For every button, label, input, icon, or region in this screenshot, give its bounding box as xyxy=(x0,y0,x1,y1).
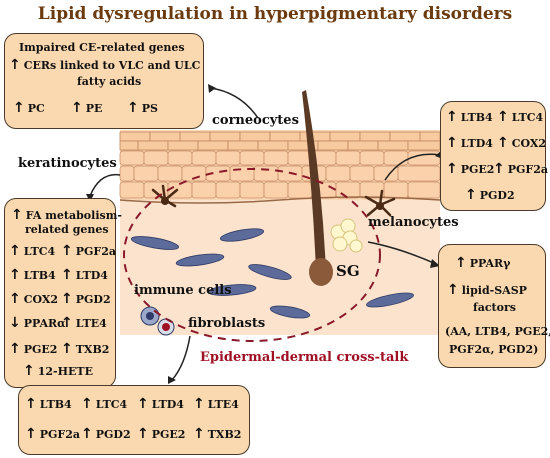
corneocytes-line2: ↑CERs linked to VLC and ULC xyxy=(9,57,201,73)
sg-line4: (AA, LTB4, PGE2, xyxy=(445,325,550,338)
up-arrow-icon: ↑ xyxy=(9,57,21,73)
arrow-keratinocytes xyxy=(89,173,121,197)
up-arrow-icon: ↑ xyxy=(25,426,37,442)
up-arrow-icon: ↑ xyxy=(127,100,139,116)
keratinocytes-item: ↑PGF2a xyxy=(61,243,116,259)
arrow-sg xyxy=(367,241,437,265)
fibroblast-cells xyxy=(130,228,414,319)
keratinocytes-item: ↑PGE2 xyxy=(9,341,58,357)
up-arrow-icon: ↑ xyxy=(71,100,83,116)
corneocytes-item: ↑PE xyxy=(71,100,103,116)
up-arrow-icon: ↑ xyxy=(455,255,467,271)
up-arrow-icon: ↑ xyxy=(137,396,149,412)
melanocytes-item: ↑COX2 xyxy=(497,135,547,151)
up-arrow-icon: ↑ xyxy=(9,267,21,283)
corneocytes-item: ↑PS xyxy=(127,100,158,116)
corneocytes-box: Impaired CE-related genes ↑CERs linked t… xyxy=(4,33,204,129)
up-arrow-icon: ↑ xyxy=(61,243,73,259)
dermal-item: ↑LTB4 xyxy=(25,396,72,412)
up-arrow-icon: ↑ xyxy=(447,282,459,298)
hair-shaft xyxy=(302,90,326,272)
up-arrow-icon: ↑ xyxy=(137,426,149,442)
melanocytes-box: ↑LTB4 ↑LTC4 ↑LTD4 ↑COX2 ↑PGE2 ↑PGF2a ↑PG… xyxy=(440,101,548,211)
up-arrow-icon: ↑ xyxy=(81,396,93,412)
up-arrow-icon: ↑ xyxy=(493,161,505,177)
melanocytes-item: ↑PGE2 xyxy=(446,161,495,177)
sg-line2: ↑lipid-SASP xyxy=(447,282,527,298)
up-arrow-icon: ↑ xyxy=(9,341,21,357)
keratinocytes-item: ↑LTE4 xyxy=(61,315,107,331)
dermal-item: ↑PGE2 xyxy=(137,426,186,442)
keratinocytes-box: ↑FA metabolism- related genes ↑LTC4 ↑PGF… xyxy=(4,198,122,388)
up-arrow-icon: ↑ xyxy=(446,109,458,125)
up-arrow-icon: ↑ xyxy=(497,135,509,151)
hair-bulb xyxy=(309,258,333,286)
dermal-item: ↑PGD2 xyxy=(81,426,131,442)
fibroblasts-label: fibroblasts xyxy=(188,316,266,331)
keratinocyte-layer xyxy=(119,150,441,199)
dermal-item: ↑TXB2 xyxy=(193,426,242,442)
sg-label: SG xyxy=(336,262,360,280)
sg-line3: factors xyxy=(473,301,516,314)
connector-arrows xyxy=(89,87,441,381)
keratinocytes-item: ↑LTC4 xyxy=(9,243,56,259)
up-arrow-icon: ↑ xyxy=(193,396,205,412)
melanocytes-item: ↑LTB4 xyxy=(446,109,493,125)
sebaceous-gland xyxy=(330,218,363,253)
immune-cells-label: immune cells xyxy=(134,283,232,298)
keratinocytes-item: ↑12-HETE xyxy=(23,363,93,379)
arrow-corneocytes xyxy=(209,87,259,119)
keratinocytes-item: ↑LTD4 xyxy=(61,267,108,283)
melanocytes-item: ↑PGF2a xyxy=(493,161,548,177)
up-arrow-icon: ↑ xyxy=(9,243,21,259)
keratinocytes-line1: ↑FA metabolism- xyxy=(11,207,122,223)
up-arrow-icon: ↑ xyxy=(13,100,25,116)
keratinocytes-item: ↑LTB4 xyxy=(9,267,56,283)
dermal-box: ↑LTB4 ↑LTC4 ↑LTD4 ↑LTE4 ↑PGF2a ↑PGD2 ↑PG… xyxy=(18,385,250,455)
up-arrow-icon: ↑ xyxy=(193,426,205,442)
melanocytes-label: melanocytes xyxy=(368,215,459,230)
down-arrow-icon: ↓ xyxy=(9,315,21,331)
dermal-item: ↑LTD4 xyxy=(137,396,184,412)
up-arrow-icon: ↑ xyxy=(11,207,23,223)
keratinocytes-item: ↓PPARα xyxy=(9,315,66,331)
melanocytes-item: ↑PGD2 xyxy=(465,187,515,203)
up-arrow-icon: ↑ xyxy=(61,341,73,357)
keratinocytes-item: ↑PGD2 xyxy=(61,291,111,307)
sg-line5: PGF2α, PGD2) xyxy=(449,343,539,356)
up-arrow-icon: ↑ xyxy=(465,187,477,203)
crosstalk-loop xyxy=(123,168,381,342)
sg-line1: ↑PPARγ xyxy=(455,255,511,271)
up-arrow-icon: ↑ xyxy=(81,426,93,442)
up-arrow-icon: ↑ xyxy=(61,267,73,283)
dermal-item: ↑PGF2a xyxy=(25,426,80,442)
dermal-item: ↑LTE4 xyxy=(193,396,239,412)
corneocytes-label: corneocytes xyxy=(212,113,299,128)
figure-title: Lipid dysregulation in hyperpigmentary d… xyxy=(37,4,513,24)
keratinocytes-line2: related genes xyxy=(25,223,109,236)
sg-box: ↑PPARγ ↑lipid-SASP factors (AA, LTB4, PG… xyxy=(438,244,550,368)
up-arrow-icon: ↑ xyxy=(25,396,37,412)
corneocytes-line1: Impaired CE-related genes xyxy=(19,41,185,54)
up-arrow-icon: ↑ xyxy=(497,109,509,125)
arrow-melanocytes xyxy=(384,153,441,181)
corneocyte-layer xyxy=(119,131,441,151)
crosstalk-label: Epidermal-dermal cross-talk xyxy=(200,350,409,365)
up-arrow-icon: ↑ xyxy=(9,291,21,307)
up-arrow-icon: ↑ xyxy=(23,363,35,379)
corneocytes-item: ↑PC xyxy=(13,100,45,116)
up-arrow-icon: ↑ xyxy=(61,315,73,331)
up-arrow-icon: ↑ xyxy=(446,135,458,151)
keratinocytes-item: ↑TXB2 xyxy=(61,341,110,357)
up-arrow-icon: ↑ xyxy=(446,161,458,177)
melanocytes-item: ↑LTC4 xyxy=(497,109,544,125)
keratinocytes-item: ↑COX2 xyxy=(9,291,59,307)
keratinocytes-label: keratinocytes xyxy=(18,156,117,171)
arrow-bottom xyxy=(171,335,191,381)
melanocytes-item: ↑LTD4 xyxy=(446,135,493,151)
corneocytes-line3: fatty acids xyxy=(77,75,142,88)
up-arrow-icon: ↑ xyxy=(61,291,73,307)
dermal-item: ↑LTC4 xyxy=(81,396,128,412)
